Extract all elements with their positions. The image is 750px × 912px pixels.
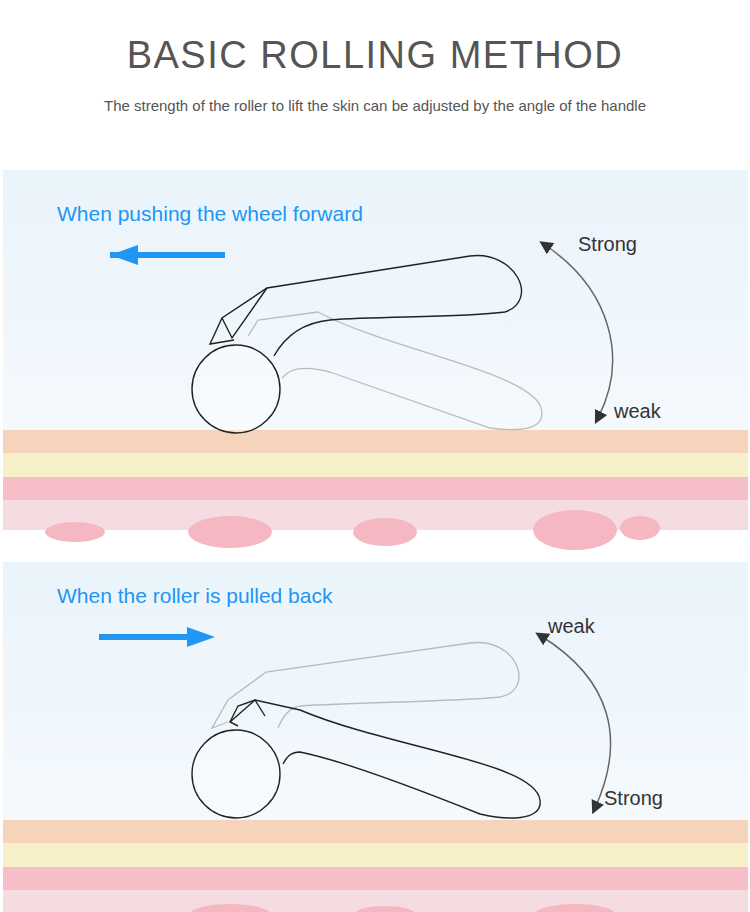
panel-ground	[3, 170, 748, 530]
direction-arrow	[99, 634, 190, 640]
force-label: Strong	[578, 233, 637, 256]
direction-arrow	[110, 245, 138, 265]
roller-weak-position	[248, 312, 542, 430]
force-label: weak	[614, 400, 661, 423]
page-title: BASIC ROLLING METHOD	[0, 34, 750, 77]
step-heading: When the roller is pulled back	[57, 584, 332, 608]
skin-cells	[190, 904, 615, 912]
angle-arrow	[545, 245, 613, 418]
skin-layer	[3, 843, 748, 867]
panel-ground	[3, 562, 748, 912]
roller-strong-position	[192, 700, 540, 818]
page-caption: The strength of the roller to lift the s…	[0, 97, 750, 114]
roller-strong-position	[192, 256, 521, 433]
skin-layer	[3, 820, 748, 843]
skin-cells	[45, 510, 660, 550]
force-label: Strong	[604, 787, 663, 810]
skin-layer	[3, 867, 748, 890]
angle-arrow	[541, 636, 611, 808]
force-label: weak	[548, 615, 595, 638]
skin-layer	[3, 477, 748, 500]
skin-layer	[3, 430, 748, 453]
skin-layer	[3, 453, 748, 477]
direction-arrow	[187, 627, 215, 647]
roller-weak-position	[212, 643, 519, 728]
step-heading: When pushing the wheel forward	[57, 202, 363, 226]
